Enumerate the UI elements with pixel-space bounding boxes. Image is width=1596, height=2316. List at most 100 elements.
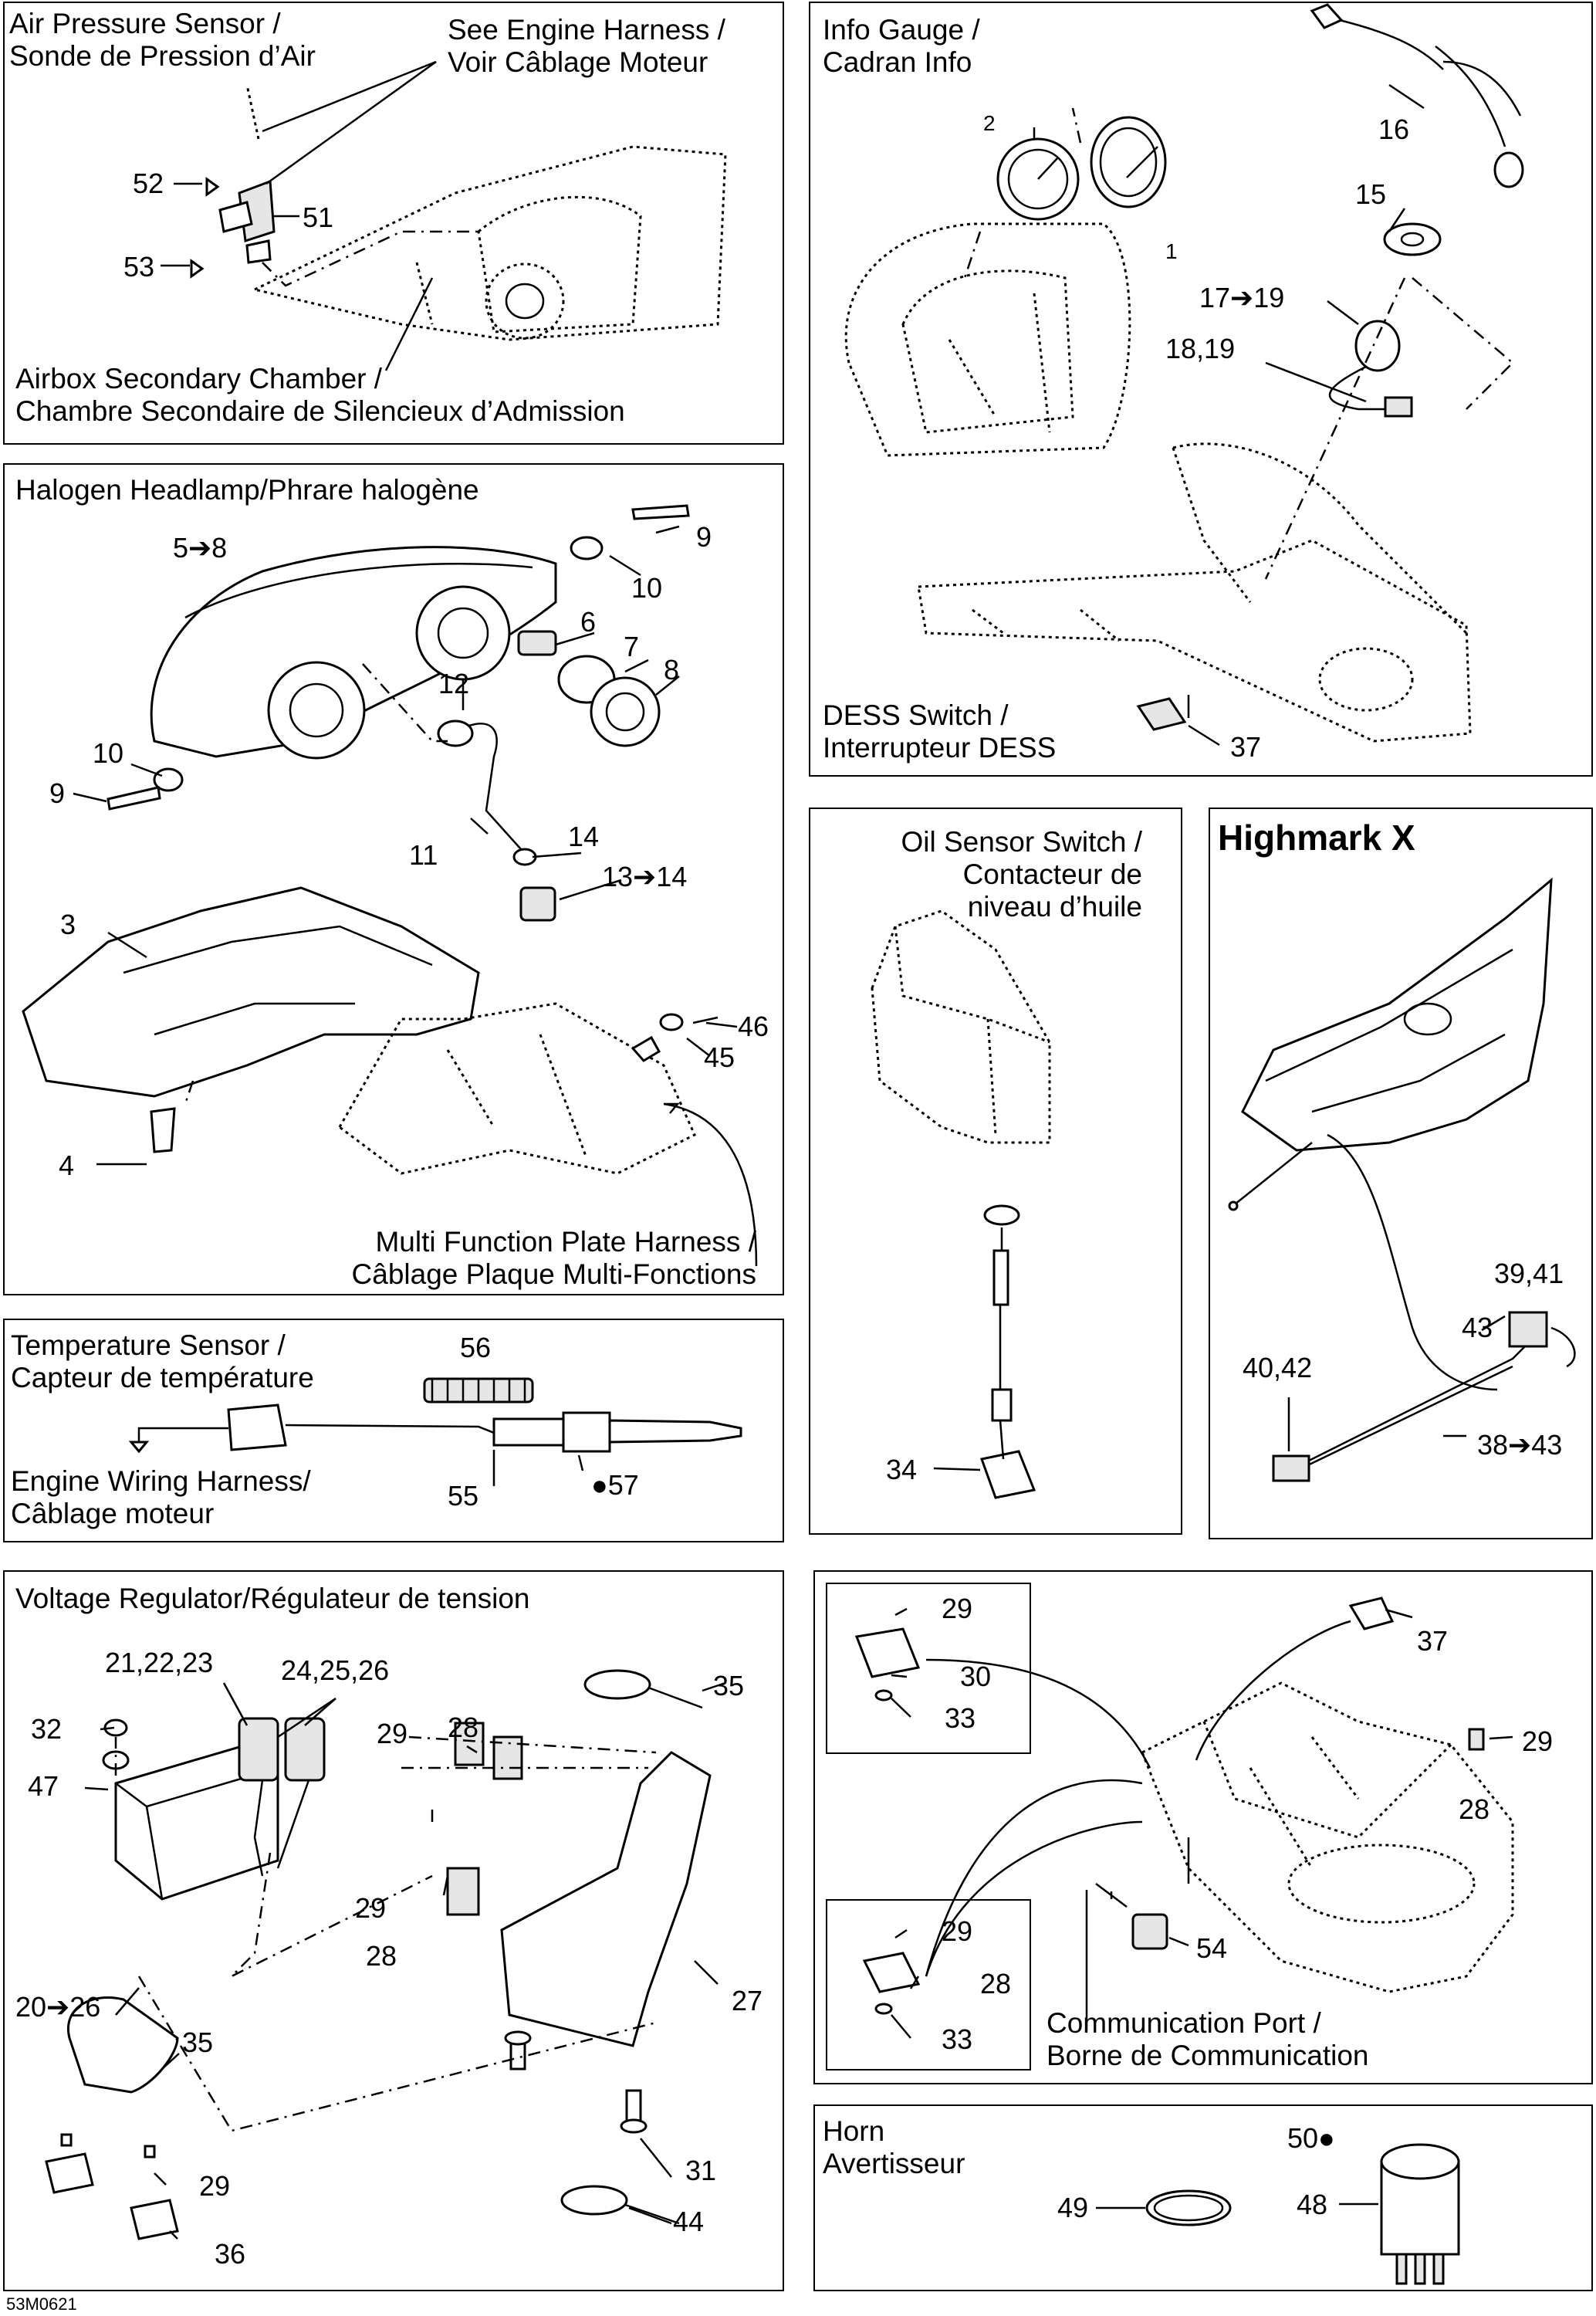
dess-tether-cord [1310,3,1524,418]
callout-46: 46 [738,1011,769,1042]
callout-35-bottom: 35 [182,2026,214,2058]
callout-28-c: 28 [1459,1793,1490,1825]
comm-chassis-illustration [1141,1681,1514,1993]
info-gauge-title-fr: Cadran Info [823,46,972,78]
air-pressure-title-en: Air Pressure Sensor / [9,8,281,39]
callout-32: 32 [31,1713,63,1745]
headlamp-title: Halogen Headlamp/Phrare halogène [15,474,479,506]
engine-harness-ref-fr: Voir Câblage Moteur [448,46,708,78]
callout-12: 12 [438,668,470,699]
callout-50-label: 50 [1287,2122,1319,2154]
dess-switch-label-fr: Interrupteur DESS [823,732,1057,764]
callout-33-c2: 33 [942,2023,973,2055]
callout-44: 44 [673,2206,705,2237]
highmark-harness [1272,1133,1576,1482]
callout-28-v1: 28 [448,1712,479,1743]
callout-29-c1: 29 [942,1593,973,1624]
comm-port-label-en: Communication Port / [1047,2007,1321,2039]
callout-30: 30 [960,1661,992,1692]
regulator-mount-plate [446,1722,712,2047]
callout-39-41: 39,41 [1494,1258,1564,1289]
callout-34: 34 [886,1454,918,1485]
callout-49: 49 [1057,2192,1089,2223]
multifunction-plate-harness [338,1002,719,1175]
voltage-regulator-title: Voltage Regulator/Régulateur de tension [15,1583,530,1614]
callout-52: 52 [133,168,164,199]
engine-harness-ref-en: See Engine Harness / [448,14,725,46]
engine-wiring-harness-en: Engine Wiring Harness/ [11,1465,311,1497]
callout-40-42: 40,42 [1243,1352,1313,1383]
callout-27: 27 [732,1985,763,2016]
comm-parts [854,1596,1485,2015]
callout-17-19: 17➔19 [1199,282,1285,313]
mf-harness-label-en: Multi Function Plate Harness / [375,1226,756,1258]
temp-sensor-title-en: Temperature Sensor / [11,1329,286,1361]
horn-part [1145,2143,1460,2285]
callout-16: 16 [1378,113,1410,145]
callout-37-c: 37 [1417,1625,1449,1657]
callout-57: ●57 [591,1470,639,1501]
callout-15: 15 [1355,178,1387,210]
callout-45: 45 [704,1041,735,1073]
figure-code: 53M0621 [6,2294,77,2314]
cable-ties [67,1669,703,2225]
callout-6: 6 [580,606,597,638]
voltage-regulator-part [102,1717,326,1901]
info-gauge-title-en: Info Gauge / [823,14,980,46]
callout-33-c1: 33 [945,1702,976,1734]
callout-54: 54 [1196,1932,1228,1964]
callout-3: 3 [60,909,76,940]
inset-comm-bottom [826,1899,1031,2071]
inset-comm-top [826,1583,1031,1754]
temp-sensor-title-fr: Capteur de température [11,1362,314,1393]
oil-tank-illustration [871,909,1051,1499]
headlamp-housing [150,546,557,760]
callout-51: 51 [303,201,334,233]
callout-29-c2: 29 [1522,1725,1554,1757]
callout-47: 47 [28,1770,59,1802]
callout-56: 56 [460,1332,492,1363]
oil-drop-icon: ● [591,1469,608,1501]
fuel-tank-illustration [1228,877,1553,1211]
callout-4: 4 [59,1150,75,1181]
dess-switch-label-en: DESS Switch / [823,699,1009,731]
airbox-illustration [251,145,727,341]
callout-29-v3: 29 [199,2170,231,2202]
callout-2: 2 [983,111,996,135]
air-pressure-title-fr: Sonde de Pression d’Air [9,40,316,72]
mf-harness-label-fr: Câblage Plaque Multi-Fonctions [351,1258,756,1290]
callout-21-22-23: 21,22,23 [105,1647,214,1678]
engine-wiring-harness-fr: Câblage moteur [11,1498,215,1529]
callout-13-14: 13➔14 [602,861,688,892]
callout-5-8: 5➔8 [173,532,228,564]
bolts-and-clips [45,2030,648,2240]
callout-7: 7 [624,631,640,662]
callout-24-25-26: 24,25,26 [281,1654,390,1686]
callout-1: 1 [1165,239,1178,263]
callout-18-19: 18,19 [1165,333,1236,364]
callout-9-left: 9 [49,777,66,809]
callout-14: 14 [568,821,600,852]
panel-info-gauge [809,2,1593,777]
frame-illustration [917,442,1472,743]
callout-20-26: 20➔26 [15,1991,101,2023]
callout-10-top: 10 [631,572,663,604]
callout-29-v2: 29 [355,1892,387,1924]
callout-55: 55 [448,1480,479,1512]
airbox-label-en: Airbox Secondary Chamber / [15,363,383,394]
callout-48: 48 [1297,2189,1328,2220]
callout-29-c3: 29 [942,1915,973,1947]
temperature-sensor-part [227,1377,742,1453]
callout-28-v2: 28 [366,1940,397,1972]
comm-port-label-fr: Borne de Communication [1047,2040,1369,2071]
callout-11: 11 [409,839,438,871]
callout-57-label: 57 [607,1469,639,1501]
callout-37-dess: 37 [1230,731,1262,763]
callout-38-43: 38➔43 [1477,1429,1563,1461]
callout-31: 31 [685,2155,717,2186]
gauge-cluster-illustration [844,116,1167,457]
highmark-x-title: Highmark X [1218,818,1415,858]
callout-10-left: 10 [93,737,124,769]
callout-35-top: 35 [713,1670,745,1701]
